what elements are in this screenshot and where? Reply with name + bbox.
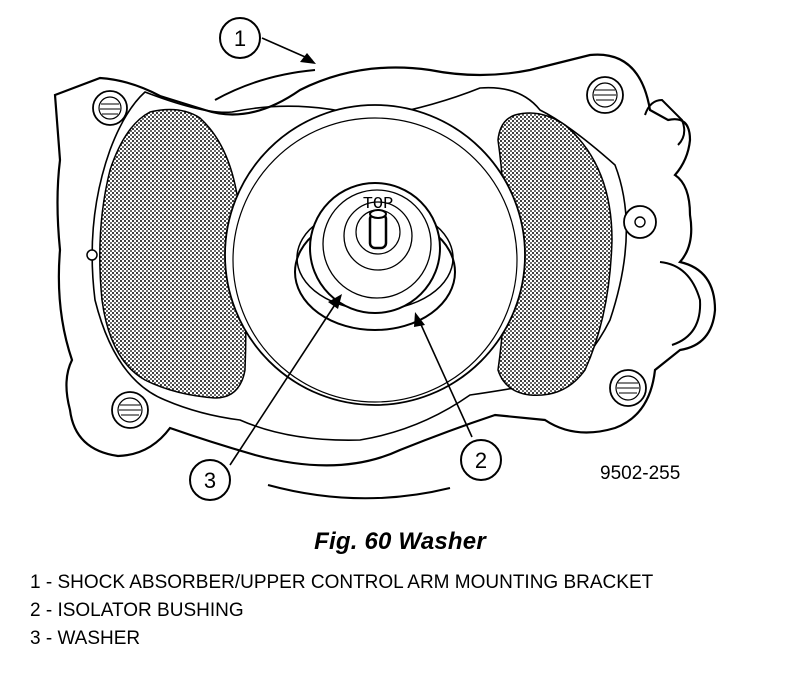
figure-code: 9502-255	[600, 463, 680, 484]
bracket-outline	[53, 53, 717, 467]
callout-1-leader	[261, 37, 316, 64]
boss-right	[623, 205, 657, 239]
lower-flange-curve	[267, 484, 451, 500]
legend-item-2: 2 - ISOLATOR BUSHING	[30, 600, 244, 621]
legend-item-3: 3 - WASHER	[30, 628, 141, 649]
flange-inner-ring	[232, 117, 518, 403]
callout-2: 2	[460, 439, 502, 481]
callout-1: 1	[219, 17, 261, 59]
upper-flange-curve	[214, 69, 316, 101]
bolt-hole-bottom-right	[609, 369, 647, 407]
legend: 1 - SHOCK ABSORBER/UPPER CONTROL ARM MOU…	[30, 572, 730, 656]
svg-text:1: 1	[234, 26, 246, 51]
legend-item-1: 1 - SHOCK ABSORBER/UPPER CONTROL ARM MOU…	[30, 572, 654, 593]
bolt-hole-top-left	[92, 90, 128, 126]
shock-shaft	[368, 212, 388, 250]
shaft-tip	[369, 209, 387, 219]
svg-text:2: 2	[475, 448, 487, 473]
figure-caption: Fig. 60 Washer	[314, 528, 486, 555]
washer-inner	[343, 201, 413, 271]
bolt-hole-top-right	[586, 76, 624, 114]
small-hole-left	[86, 249, 98, 261]
bolt-hole-bottom-left	[111, 391, 149, 429]
callout-2-leader	[414, 312, 473, 438]
callout-3: 3	[189, 459, 231, 501]
washer-rim	[322, 189, 432, 299]
svg-text:3: 3	[204, 468, 216, 493]
bracket-illustration: TOP 1 2	[53, 17, 717, 501]
left-stippled-pad	[99, 108, 247, 399]
bracket-tab	[644, 98, 686, 146]
bracket-lip	[659, 261, 702, 346]
top-stamp: TOP	[363, 195, 394, 214]
callout-3-leader	[229, 294, 342, 466]
